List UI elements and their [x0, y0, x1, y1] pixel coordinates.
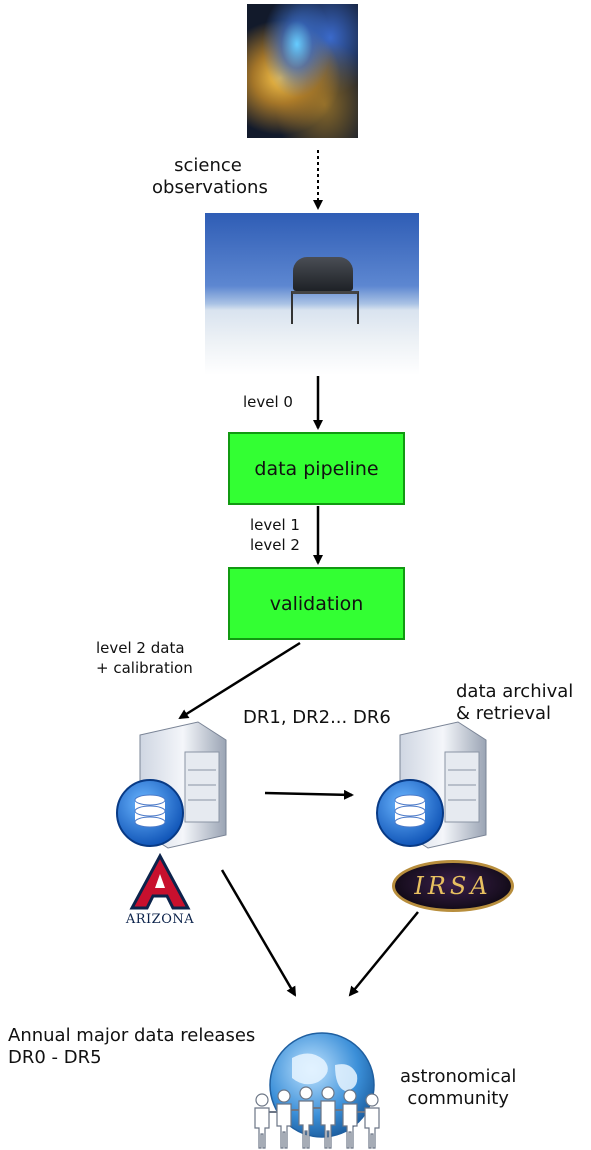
edge-label-level0: level 0 [243, 393, 293, 411]
edge-label-level2-calibration: level 2 data + calibration [96, 639, 193, 677]
data-pipeline-box: data pipeline [228, 432, 405, 505]
arrow-dr-releases [264, 789, 354, 800]
telescope-stand [291, 291, 359, 324]
arrow-calibration [178, 641, 301, 720]
nebula-image [247, 4, 358, 138]
data-pipeline-label: data pipeline [254, 457, 379, 480]
edge-label-level12: level 1 level 2 [250, 516, 300, 554]
globe-community-icon [254, 1032, 380, 1149]
arrow-irsa-community [348, 911, 419, 997]
database-icon-right [376, 779, 444, 847]
irsa-logo: IRSA [392, 860, 514, 912]
telescope-photo [205, 213, 419, 375]
validation-box: validation [228, 567, 405, 640]
telescope-dome [293, 257, 353, 291]
science-observations-label: science observations [152, 155, 268, 198]
astronomical-community-label: astronomical community [400, 1066, 517, 1109]
dr-list-label: DR1, DR2... DR6 [243, 707, 391, 728]
database-icon-left [116, 779, 184, 847]
arizona-wordmark: ARIZONA [125, 912, 195, 927]
irsa-wordmark: IRSA [414, 872, 492, 900]
validation-label: validation [269, 592, 364, 615]
people-chain [254, 1086, 380, 1149]
arrow-arizona-community [220, 869, 297, 997]
data-archival-label: data archival & retrieval [456, 681, 574, 724]
annual-releases-label: Annual major data releases DR0 - DR5 [8, 1025, 256, 1068]
arizona-logo: ARIZONA [118, 852, 202, 932]
arizona-a-mark [129, 852, 191, 910]
